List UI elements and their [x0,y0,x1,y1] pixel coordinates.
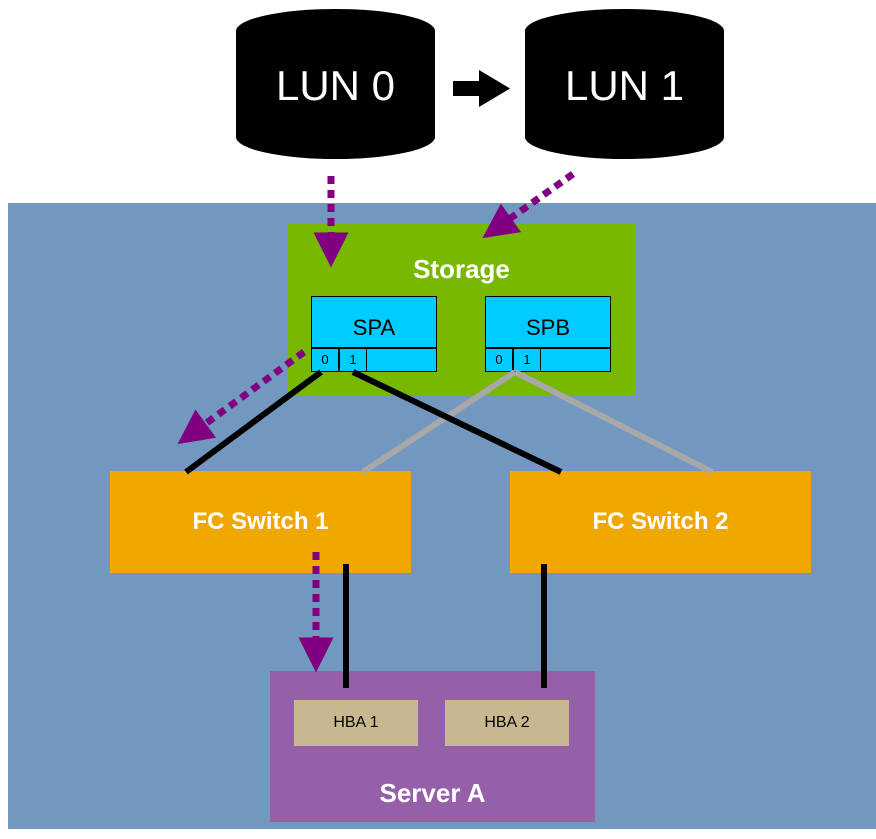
lun-0-label: LUN 0 [275,62,396,109]
spa-port-0[interactable]: 0 [311,348,339,372]
spb-port-0[interactable]: 0 [485,348,513,372]
hba-2[interactable]: HBA 2 [445,700,569,746]
storage-processor-b-label: SPB [525,315,571,340]
storage-processor-a[interactable] [311,296,437,348]
hba-1[interactable]: HBA 1 [294,700,418,746]
storage-processor-b[interactable] [485,296,611,348]
active-path-spa1-switch2 [351,369,563,475]
active-path-spa0-switch1 [184,369,323,475]
lun-1-label: LUN 1 [564,62,685,109]
spb-port-1[interactable]: 1 [513,348,541,372]
spa-port-1[interactable]: 1 [339,348,367,372]
lun-1-cylinder-icon[interactable] [525,9,724,159]
fc-switch-1[interactable]: FC Switch 1 [110,471,411,573]
storage-processor-a-label: SPA [352,315,396,340]
server-a[interactable] [270,671,595,822]
standby-path-spb0-switch2 [513,369,714,475]
io-arrow-spa-switch1 [177,349,307,445]
storage-label: Storage [413,254,510,284]
server-label: Server A [379,778,486,808]
lun-0-cylinder-icon[interactable] [236,9,435,159]
replication-arrow-icon [453,70,510,107]
io-arrow-lun1-storage [482,171,576,239]
standby-path-spb0-switch1 [361,369,517,475]
fc-switch-2[interactable]: FC Switch 2 [510,471,811,573]
